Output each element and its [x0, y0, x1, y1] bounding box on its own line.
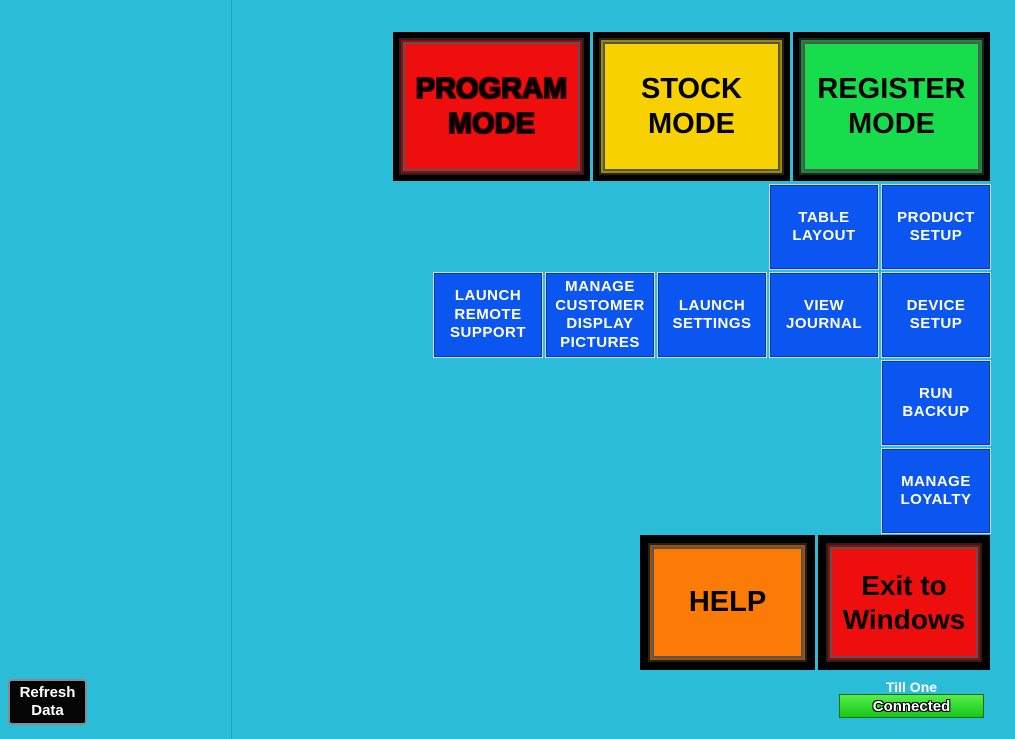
exit-line2: Windows: [842, 603, 966, 635]
help-face: HELP: [648, 543, 807, 662]
refresh-data-label: Refresh Data: [19, 684, 76, 719]
table-layout-button[interactable]: TABLE LAYOUT: [769, 184, 879, 270]
launch-settings-button[interactable]: LAUNCH SETTINGS: [657, 272, 767, 358]
exit-line1: Exit to: [861, 569, 947, 601]
help-label: HELP: [688, 586, 767, 618]
exit-to-windows-button[interactable]: Exit to Windows: [818, 535, 990, 670]
register-mode-line2: MODE: [848, 107, 935, 140]
manage-loyalty-label: MANAGE LOYALTY: [900, 472, 972, 509]
stock-mode-line2: MODE: [648, 107, 735, 140]
device-setup-button[interactable]: DEVICE SETUP: [881, 272, 991, 358]
panel-divider: [231, 0, 232, 739]
program-mode-button[interactable]: PROGRAM MODE: [393, 32, 590, 181]
help-button[interactable]: HELP: [640, 535, 815, 670]
refresh-data-button[interactable]: Refresh Data: [8, 679, 87, 725]
stock-mode-line1: STOCK: [641, 72, 742, 105]
launch-remote-support-button[interactable]: LAUNCH REMOTE SUPPORT: [433, 272, 543, 358]
register-mode-line1: REGISTER: [817, 72, 966, 105]
run-backup-label: RUN BACKUP: [902, 384, 970, 421]
manage-customer-display-pictures-button[interactable]: MANAGE CUSTOMER DISPLAY PICTURES: [545, 272, 655, 358]
product-setup-button[interactable]: PRODUCT SETUP: [881, 184, 991, 270]
manage-customer-display-pictures-label: MANAGE CUSTOMER DISPLAY PICTURES: [555, 278, 645, 351]
run-backup-button[interactable]: RUN BACKUP: [881, 360, 991, 446]
table-layout-label: TABLE LAYOUT: [792, 208, 856, 245]
register-mode-face: REGISTER MODE: [799, 38, 984, 175]
manage-loyalty-button[interactable]: MANAGE LOYALTY: [881, 448, 991, 534]
device-setup-label: DEVICE SETUP: [906, 296, 966, 333]
view-journal-button[interactable]: VIEW JOURNAL: [769, 272, 879, 358]
stock-mode-button[interactable]: STOCK MODE: [593, 32, 790, 181]
exit-face: Exit to Windows: [826, 543, 982, 662]
program-mode-line1: PROGRAM: [415, 72, 568, 105]
program-mode-line2: MODE: [448, 107, 535, 140]
stock-mode-face: STOCK MODE: [599, 38, 784, 175]
till-name: Till One: [885, 679, 938, 695]
product-setup-label: PRODUCT SETUP: [897, 208, 975, 245]
launch-settings-label: LAUNCH SETTINGS: [672, 296, 752, 333]
register-mode-button[interactable]: REGISTER MODE: [793, 32, 990, 181]
view-journal-label: VIEW JOURNAL: [785, 296, 862, 333]
connection-status-badge: Connected: [839, 694, 984, 718]
launch-remote-support-label: LAUNCH REMOTE SUPPORT: [449, 287, 526, 342]
program-mode-face: PROGRAM MODE: [399, 38, 584, 175]
